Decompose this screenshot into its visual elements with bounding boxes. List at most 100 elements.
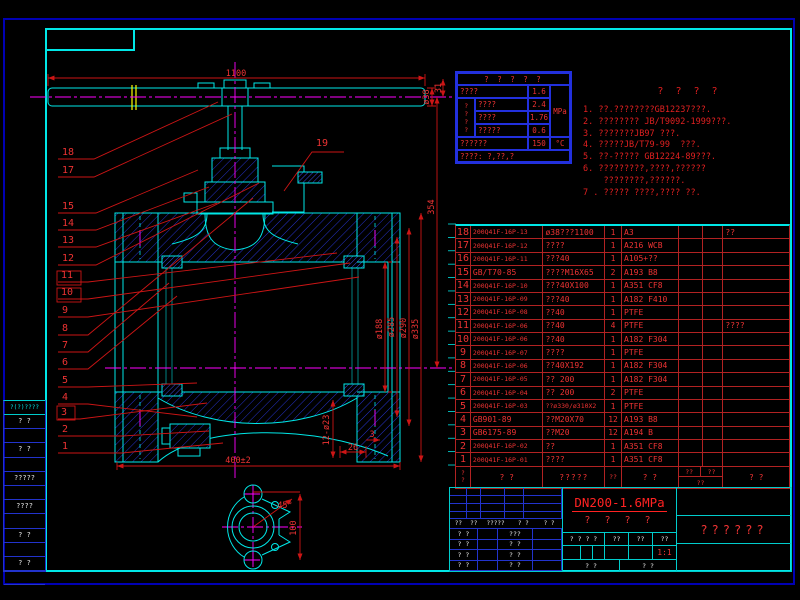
signature-cell: ??? [498,529,534,539]
parts-cell-no: 3 [456,426,471,439]
leader-label-2: 2 [62,424,69,435]
signature-cell [478,550,498,560]
signature-row-3: ? ?? ? [450,550,562,561]
parts-cell-code: 200Q41F-16P-04 [471,386,544,399]
parts-cell-remark [723,266,789,278]
parts-cell-qty: 1 [605,279,622,292]
parts-cell-material: A193 B8 [622,266,679,279]
margin-strip-row-1: ? ? [4,415,45,430]
parts-cell-code: GB/T70-85 [471,266,544,279]
revision-header-label: ? ? [543,520,555,528]
parts-cell-code: 200Q41F-16P-10 [471,279,544,292]
parts-cell-no: 14 [456,279,471,292]
revision-header-label: ?? [454,520,463,528]
signature-cell: ? ? [450,560,478,570]
parts-cell-qty: 1 [605,226,622,239]
parts-cell-no: 13 [456,292,471,306]
revision-cell [524,503,562,512]
parts-cell-qty: 1 [605,453,622,466]
parts-cell-material: A351 CF8 [622,279,679,292]
leader-label-8: 8 [62,323,69,334]
dim-angle: 45° [277,501,292,511]
signature-cell [533,539,562,549]
leader-label-13: 13 [62,235,75,246]
parts-cell-remark [723,293,789,305]
parts-cell-remark [723,306,789,318]
scale-header-cell: ? ? ? ? [563,533,605,545]
parts-cell-code: 200Q41F-16P-02 [471,440,544,453]
parts-cell-remark [723,253,789,265]
signature-cell: ? ? [450,529,478,539]
parts-cell-weight2 [703,226,724,239]
parts-cell-weight2 [703,453,724,466]
revision-cell [450,503,467,512]
title-section: DN200-1.6MPa ? ? ? ? ? ? ? ??????? 1:1 ?… [563,488,677,571]
leader-label-1: 1 [62,441,69,452]
leader-label-10: 10 [61,287,74,298]
notes-title: ? ? ? ? [657,86,721,97]
parts-cell-code: GB901-89 [471,413,544,426]
dim-bolt-holes: 12-ø23 [322,415,332,446]
sheet-row: ? ?? ? [563,559,676,571]
parts-cell-weight1 [679,373,703,386]
parts-cell-material: PTFE [622,386,679,399]
revision-cell [467,503,481,512]
signature-cell: ? ? [450,539,478,549]
parts-cell-no: 6 [456,386,471,399]
revision-cell [481,495,505,504]
dimension-texts: 1100 ø38 31 354 ø188 ø285 ø290 ø335 12-ø… [225,69,444,536]
break-line [131,85,137,110]
dim-flange-od: ø335 [411,319,421,339]
dim-height: 354 [427,199,437,214]
company-cell-bottom [677,544,791,571]
spec-footer: ????: ?,??,? [457,150,570,162]
parts-cell-qty: 1 [605,333,622,346]
leader-label-17: 17 [62,165,75,176]
spec-label-2: ???? [475,98,528,111]
note-line-3: 3. ???????JB97 ???. [583,128,681,139]
spec-value-4: 0.6 [528,124,550,137]
parts-cell-weight2 [703,440,724,453]
parts-cell-code: 200Q41F-16P-08 [471,306,544,319]
spec-value-1: 1.6 [528,85,550,98]
spec-label-3: ???? [475,111,528,124]
spec-unit-pressure: MPa [550,85,570,137]
header-code: ? ? [471,466,544,488]
spec-value-3: 1.76 [528,111,550,124]
parts-cell-weight2 [703,413,724,426]
parts-cell-qty: 1 [605,440,622,453]
parts-cell-weight1 [679,440,703,453]
parts-cell-weight2 [703,239,724,252]
parts-cell-remark [723,427,789,439]
parts-cell-remark [723,239,789,251]
spec-value-2: 2.4 [528,98,550,111]
parts-cell-material: PTFE [622,399,679,413]
parts-cell-remark: ???? [725,321,745,331]
parts-cell-material: PTFE [622,346,679,359]
parts-cell-qty: 12 [605,426,622,439]
corner-box [45,28,135,51]
revision-cell [467,488,481,496]
parts-cell-code: 200Q41F-16P-06 [471,319,544,332]
parts-cell-weight1 [679,252,703,266]
parts-cell-code: 200Q41F-16P-09 [471,292,544,306]
margin-strip-row-10 [4,543,45,557]
margin-strip-row-8 [4,514,45,529]
parts-cell-name: ???40 [543,252,606,266]
scale-header-row: ? ? ? ??????? [563,532,676,545]
parts-cell-no: 1 [456,453,471,466]
parts-cell-qty: 1 [605,306,622,319]
parts-cell-weight2 [703,292,724,306]
header-name: ????? [543,466,606,488]
parts-cell-remark [723,333,789,345]
model-designation: DN200-1.6MPa [572,494,667,512]
parts-cell-material: A351 CF8 [622,440,679,453]
revision-header: ?????????? ?? ? [450,519,562,529]
parts-cell-weight1 [679,279,703,292]
